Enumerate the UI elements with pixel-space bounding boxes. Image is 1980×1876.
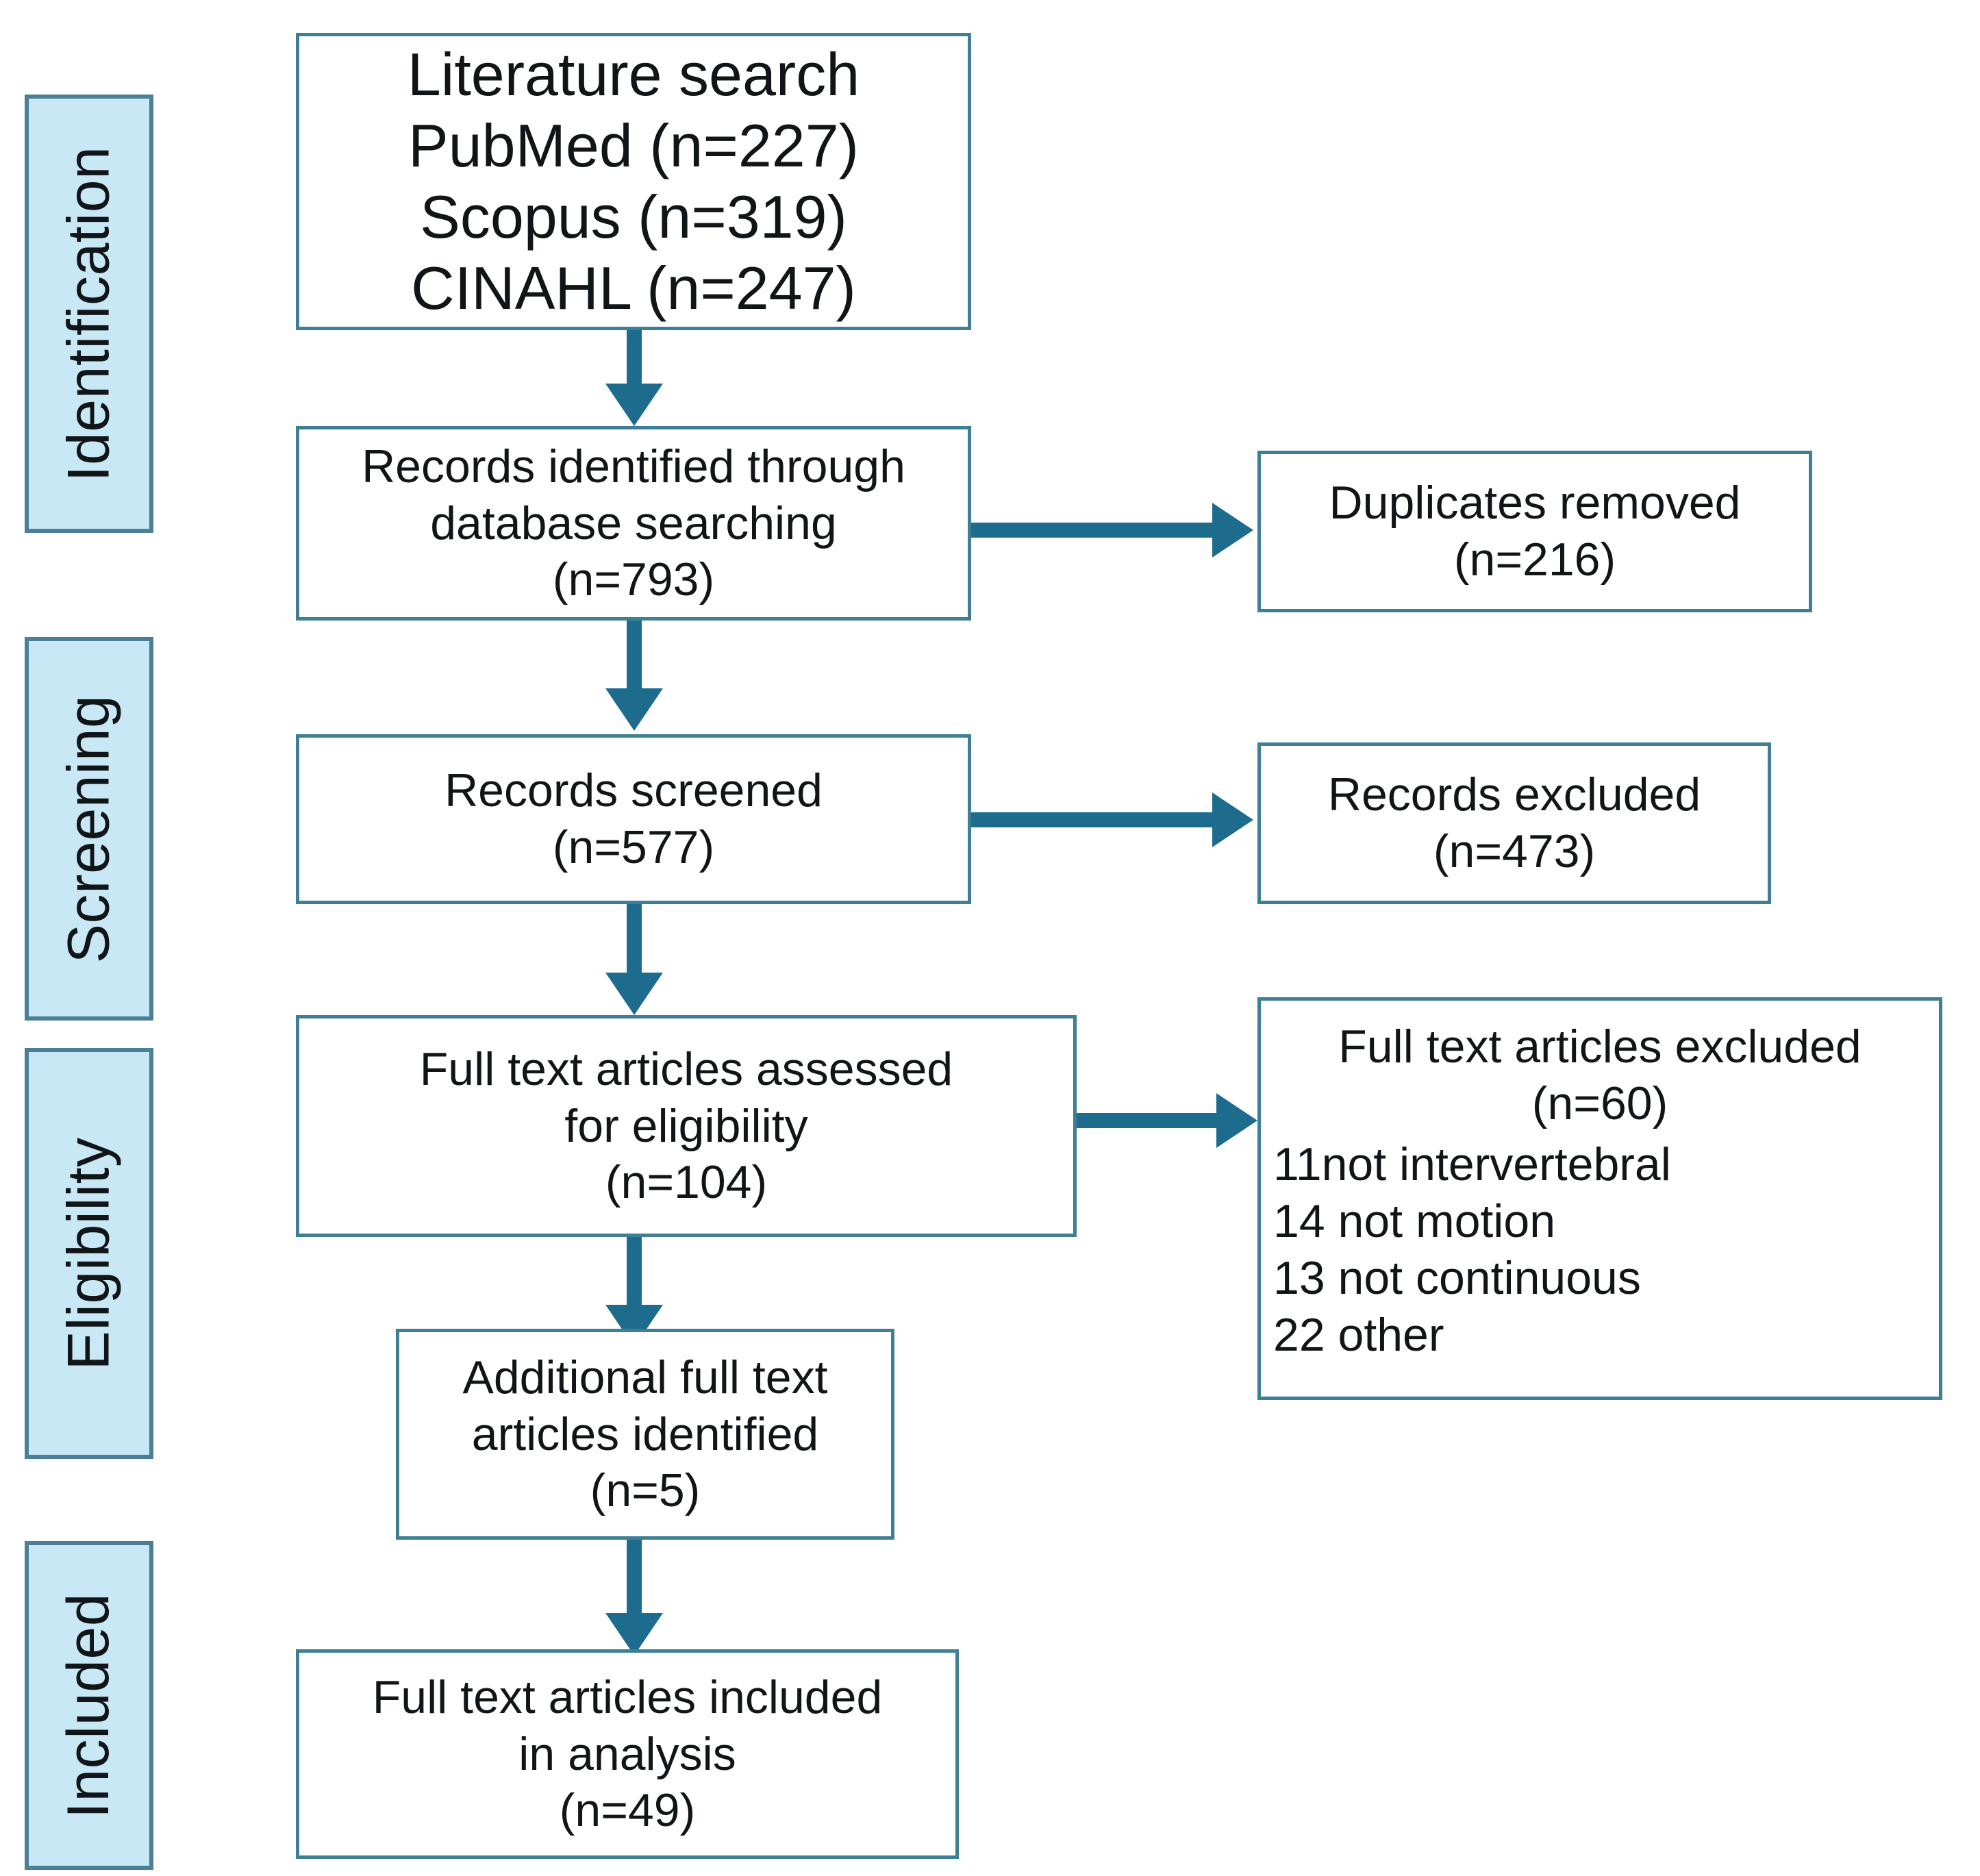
box-records-screened: Records screened (n=577) bbox=[296, 734, 971, 904]
fulltext-included-count: (n=49) bbox=[559, 1784, 696, 1837]
stage-screening-label: Screening bbox=[55, 695, 122, 963]
records-identified-line-2: database searching bbox=[430, 497, 837, 549]
additional-identified-line-1: Additional full text bbox=[462, 1351, 828, 1403]
stage-screening: Screening bbox=[25, 637, 153, 1021]
connector-screened-to-excluded bbox=[971, 812, 1218, 827]
fulltext-excluded-reason-list: 11not intervertebral 14 not motion 13 no… bbox=[1273, 1136, 1927, 1364]
fulltext-included-line-1: Full text articles included bbox=[372, 1671, 883, 1723]
box-literature-search: Literature search PubMed (n=227) Scopus … bbox=[296, 33, 971, 330]
arrow-screened-to-assessed bbox=[605, 973, 663, 1015]
fulltext-assessed-count: (n=104) bbox=[605, 1156, 768, 1209]
box-additional-identified: Additional full text articles identified… bbox=[396, 1329, 894, 1540]
box-records-excluded: Records excluded (n=473) bbox=[1257, 742, 1771, 904]
fulltext-excluded-count: (n=60) bbox=[1531, 1077, 1668, 1129]
box-fulltext-assessed: Full text articles assessed for eligibil… bbox=[296, 1015, 1077, 1237]
records-identified-count: (n=793) bbox=[552, 553, 715, 606]
additional-identified-count: (n=5) bbox=[590, 1464, 701, 1517]
stage-eligibility: Eligibility bbox=[25, 1048, 153, 1459]
fulltext-excluded-reason-1: 11not intervertebral bbox=[1273, 1138, 1671, 1190]
arrow-screened-to-excluded bbox=[1212, 792, 1253, 847]
duplicates-removed-count: (n=216) bbox=[1453, 534, 1616, 586]
arrow-assessed-to-fulltext-excluded bbox=[1216, 1093, 1257, 1148]
box-fulltext-excluded: Full text articles excluded (n=60) 11not… bbox=[1257, 997, 1942, 1400]
records-excluded-label: Records excluded bbox=[1327, 768, 1701, 821]
stage-identification-label: Identification bbox=[55, 146, 122, 481]
box-duplicates-removed: Duplicates removed (n=216) bbox=[1257, 451, 1812, 612]
fulltext-assessed-line-2: for eligibility bbox=[564, 1099, 808, 1152]
box-fulltext-included: Full text articles included in analysis … bbox=[296, 1649, 959, 1859]
fulltext-excluded-reason-2: 14 not motion bbox=[1273, 1195, 1556, 1247]
connector-records-to-screened bbox=[627, 621, 642, 696]
stage-included-label: Included bbox=[55, 1592, 122, 1818]
fulltext-excluded-title: Full text articles excluded bbox=[1338, 1021, 1862, 1073]
connector-screened-to-assessed bbox=[627, 904, 642, 979]
connector-assessed-to-additional bbox=[627, 1237, 642, 1312]
records-screened-count: (n=577) bbox=[552, 821, 715, 873]
fulltext-excluded-reason-4: 22 other bbox=[1273, 1308, 1444, 1361]
arrow-records-to-screened bbox=[605, 688, 663, 731]
fulltext-excluded-reason-3: 13 not continuous bbox=[1273, 1251, 1641, 1304]
arrow-records-to-duplicates bbox=[1212, 503, 1253, 558]
connector-literature-to-records bbox=[627, 330, 642, 392]
literature-search-scopus: Scopus (n=319) bbox=[420, 183, 847, 251]
additional-identified-line-2: articles identified bbox=[471, 1408, 819, 1460]
stage-eligibility-label: Eligibility bbox=[55, 1136, 122, 1371]
arrow-literature-to-records bbox=[605, 384, 663, 426]
literature-search-cinahl: CINAHL (n=247) bbox=[411, 253, 856, 322]
fulltext-assessed-line-1: Full text articles assessed bbox=[419, 1042, 953, 1095]
literature-search-pubmed: PubMed (n=227) bbox=[408, 112, 859, 180]
stage-identification: Identification bbox=[25, 95, 153, 533]
arrow-additional-to-included bbox=[605, 1613, 663, 1655]
connector-records-to-duplicates bbox=[971, 523, 1218, 538]
stage-included: Included bbox=[25, 1541, 153, 1870]
literature-search-title: Literature search bbox=[407, 40, 860, 109]
records-excluded-count: (n=473) bbox=[1433, 825, 1596, 877]
box-records-identified: Records identified through database sear… bbox=[296, 426, 971, 621]
connector-additional-to-included bbox=[627, 1540, 642, 1636]
connector-assessed-to-fulltext-excluded bbox=[1077, 1113, 1222, 1128]
records-screened-label: Records screened bbox=[444, 764, 823, 817]
duplicates-removed-label: Duplicates removed bbox=[1329, 477, 1741, 529]
records-identified-line-1: Records identified through bbox=[362, 440, 905, 492]
fulltext-included-line-2: in analysis bbox=[518, 1727, 736, 1780]
